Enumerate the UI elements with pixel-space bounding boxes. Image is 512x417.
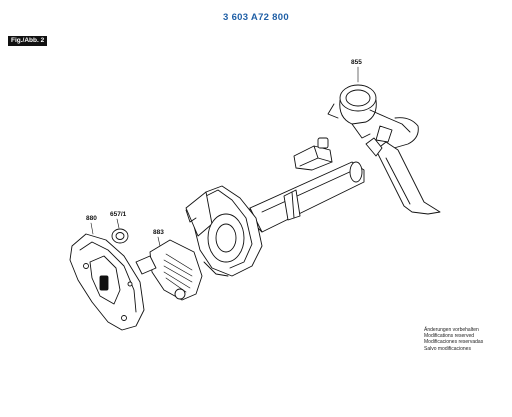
part-number-883: 883 xyxy=(153,229,164,236)
notice-line-pt: Salvo modificaciones xyxy=(424,345,471,352)
part-657-1-washer xyxy=(111,228,129,244)
shaft-tube xyxy=(249,161,365,233)
notice-line-de: Änderungen vorbehalten xyxy=(424,327,479,333)
leader-lines xyxy=(90,66,359,247)
figure-label: Fig./Abb. 2 xyxy=(8,36,48,46)
part-number-880: 880 xyxy=(86,215,97,222)
part-883-impeller xyxy=(135,239,203,301)
notice-line-en: Modifications reserved xyxy=(424,333,475,340)
housing-shell xyxy=(185,185,263,277)
document-number: 3 603 A72 800 xyxy=(223,12,289,23)
part-number-855: 855 xyxy=(351,59,362,66)
notice-line-es: Modificaciones reservadas xyxy=(424,339,484,346)
clip-part xyxy=(293,137,333,171)
modifications-notice: Änderungen vorbehalten Modifications res… xyxy=(424,327,483,352)
part-number-657-1: 657/1 xyxy=(110,211,127,218)
part-880-cover xyxy=(69,233,145,331)
part-855-collar xyxy=(327,84,419,149)
outlet-tube xyxy=(365,137,441,215)
